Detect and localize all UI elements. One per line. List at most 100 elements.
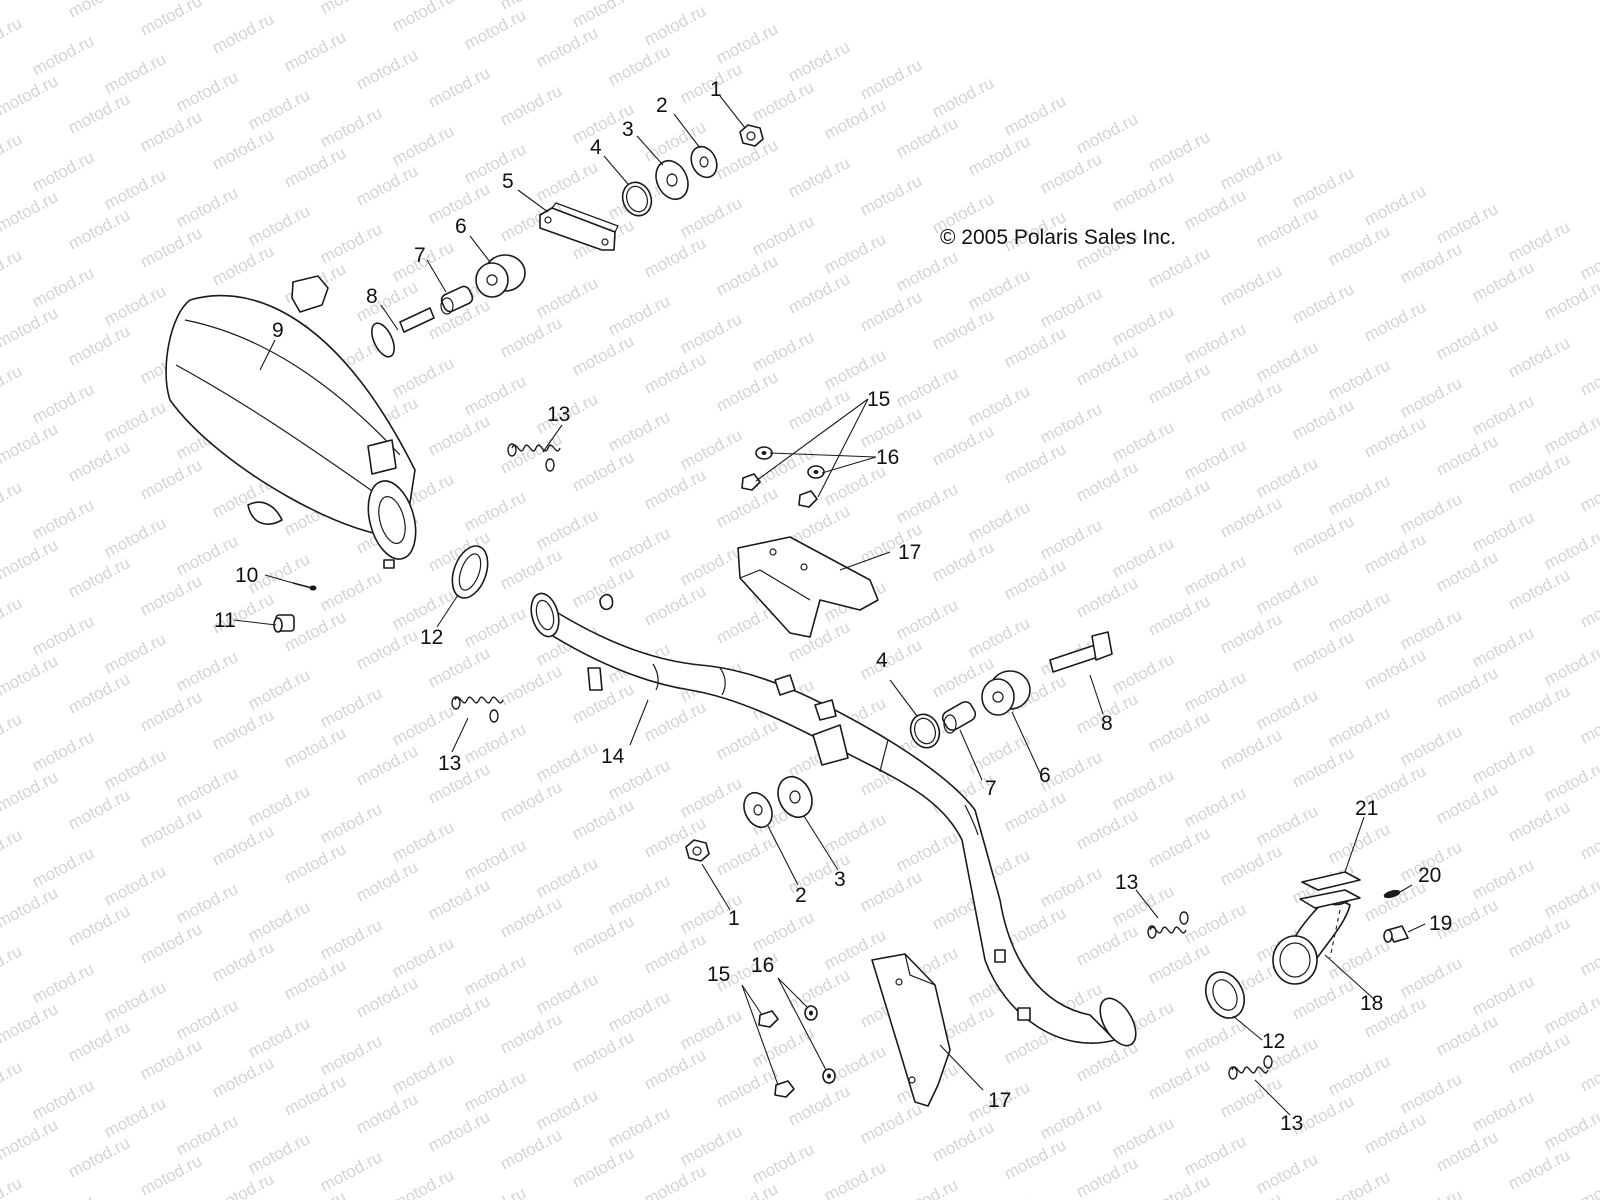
part-4-clip-top[interactable] [618, 178, 656, 220]
watermark-text: motod.ru [353, 45, 421, 93]
watermark-text: motod.ru [101, 49, 169, 97]
watermark-text: motod.ru [0, 999, 61, 1047]
watermark-text: motod.ru [1577, 1047, 1600, 1095]
watermark-text: motod.ru [173, 647, 241, 695]
part-3-washer-top[interactable] [650, 156, 694, 205]
part-16-washer-lower-b[interactable] [822, 1068, 836, 1084]
watermark-text: motod.ru [173, 183, 241, 231]
callout-12-left: 12 [420, 626, 443, 649]
watermark-text: motod.ru [785, 153, 853, 201]
part-15-bolt-upper-b[interactable] [798, 490, 818, 508]
watermark-text: motod.ru [1181, 551, 1249, 599]
watermark-text: motod.ru [0, 535, 61, 583]
watermark-text: motod.ru [281, 839, 349, 887]
part-3-washer-lower[interactable] [772, 771, 819, 823]
callout-17-lower: 17 [988, 1089, 1011, 1112]
part-7-sleeve-middle[interactable] [940, 699, 978, 734]
watermark-text: motod.ru [245, 1013, 313, 1061]
watermark-text: motod.ru [893, 479, 961, 527]
watermark-text: motod.ru [1001, 323, 1069, 371]
part-15-bolt-upper-a[interactable] [741, 473, 761, 491]
part-14-header-pipe[interactable] [527, 590, 1143, 1051]
watermark-text: motod.ru [1073, 341, 1141, 389]
watermark-text: motod.ru [389, 1165, 457, 1200]
part-1-nut-top[interactable] [739, 124, 764, 147]
part-4-clip-middle[interactable] [906, 710, 944, 752]
watermark-text: motod.ru [641, 1045, 709, 1093]
watermark-text: motod.ru [101, 745, 169, 793]
watermark-text: motod.ru [641, 233, 709, 281]
watermark-text: motod.ru [533, 505, 601, 553]
part-19-plug[interactable] [1383, 925, 1409, 943]
part-16-washer-upper-a[interactable] [755, 446, 773, 460]
watermark-text: motod.ru [893, 113, 961, 161]
part-7-sleeve-top[interactable] [440, 285, 475, 315]
callout-3-lower: 3 [834, 868, 846, 891]
part-16-washer-lower-a[interactable] [804, 1005, 818, 1021]
part-15-bolt-lower-a[interactable] [758, 1010, 779, 1028]
watermark-text: motod.ru [497, 777, 565, 825]
part-13-spring-middle[interactable] [451, 696, 504, 723]
watermark-text: motod.ru [425, 411, 493, 459]
part-11-plug[interactable] [273, 614, 295, 633]
watermark-text: motod.ru [677, 425, 745, 473]
watermark-text: motod.ru [0, 13, 25, 61]
watermark-text: motod.ru [137, 571, 205, 619]
part-17-heat-shield-upper[interactable] [737, 536, 879, 638]
watermark-text: motod.ru [929, 73, 997, 121]
watermark-text: motod.ru [137, 1035, 205, 1083]
watermark-text: motod.ru [1397, 239, 1465, 287]
part-2-washer-top[interactable] [686, 142, 721, 181]
watermark-text: motod.ru [101, 1093, 169, 1141]
watermark-text: motod.ru [137, 803, 205, 851]
part-1-nut-lower[interactable] [685, 839, 710, 862]
watermark-text: motod.ru [569, 679, 637, 727]
watermark-text: motod.ru [1469, 391, 1537, 439]
watermark-text: motod.ru [1541, 1105, 1600, 1153]
watermark-text: motod.ru [137, 1151, 205, 1199]
watermark-text: motod.ru [1181, 899, 1249, 947]
watermark-text: motod.ru [965, 381, 1033, 429]
watermark-text: motod.ru [965, 613, 1033, 661]
callout-18: 18 [1360, 992, 1383, 1015]
part-13-spring-upper[interactable] [507, 443, 561, 472]
watermark-text: motod.ru [785, 1081, 853, 1129]
part-16-washer-upper-b[interactable] [807, 465, 825, 479]
part-21-flange-gasket[interactable] [1299, 871, 1361, 909]
callout-13-bottom: 13 [1280, 1112, 1303, 1135]
watermark-text: motod.ru [965, 131, 1033, 179]
watermark-text: motod.ru [137, 223, 205, 271]
watermark-text: motod.ru [533, 23, 601, 71]
watermark-text: motod.ru [1217, 1189, 1285, 1200]
part-17-heat-shield-lower[interactable] [871, 953, 951, 1107]
part-6-grommet-top[interactable] [475, 254, 526, 298]
part-13-spring-right[interactable] [1147, 911, 1189, 939]
watermark-text: motod.ru [893, 363, 961, 411]
callout-4-middle: 4 [876, 649, 888, 672]
watermark-text: motod.ru [533, 853, 601, 901]
part-12-gasket-muffler[interactable] [446, 541, 495, 603]
watermark-text: motod.ru [1361, 1109, 1429, 1157]
part-15-bolt-lower-b[interactable] [774, 1080, 795, 1098]
part-12-gasket-right[interactable] [1199, 966, 1252, 1025]
watermark-text: motod.ru [245, 1129, 313, 1177]
part-2-washer-lower[interactable] [739, 788, 778, 832]
watermark-text: motod.ru [1469, 257, 1537, 305]
watermark-text: motod.ru [1037, 863, 1105, 911]
watermark-text: motod.ru [677, 193, 745, 241]
watermark-text: motod.ru [353, 973, 421, 1021]
watermark-text: motod.ru [1577, 699, 1600, 747]
part-8-bolt-middle[interactable] [1049, 631, 1113, 673]
watermark-text: motod.ru [137, 687, 205, 735]
watermark-text: motod.ru [1505, 913, 1573, 961]
part-20-pin[interactable] [1383, 889, 1401, 899]
watermark-text: motod.ru [1577, 931, 1600, 979]
part-8-bolt-top[interactable] [367, 307, 435, 360]
watermark-text: motod.ru [65, 0, 133, 22]
part-13-spring-bottom[interactable] [1228, 1055, 1273, 1080]
watermark-text: motod.ru [1397, 489, 1465, 537]
part-5-bracket[interactable] [539, 202, 619, 251]
watermark-text: motod.ru [1577, 815, 1600, 863]
part-9-muffler[interactable] [165, 275, 424, 569]
part-6-grommet-middle[interactable] [981, 670, 1031, 716]
